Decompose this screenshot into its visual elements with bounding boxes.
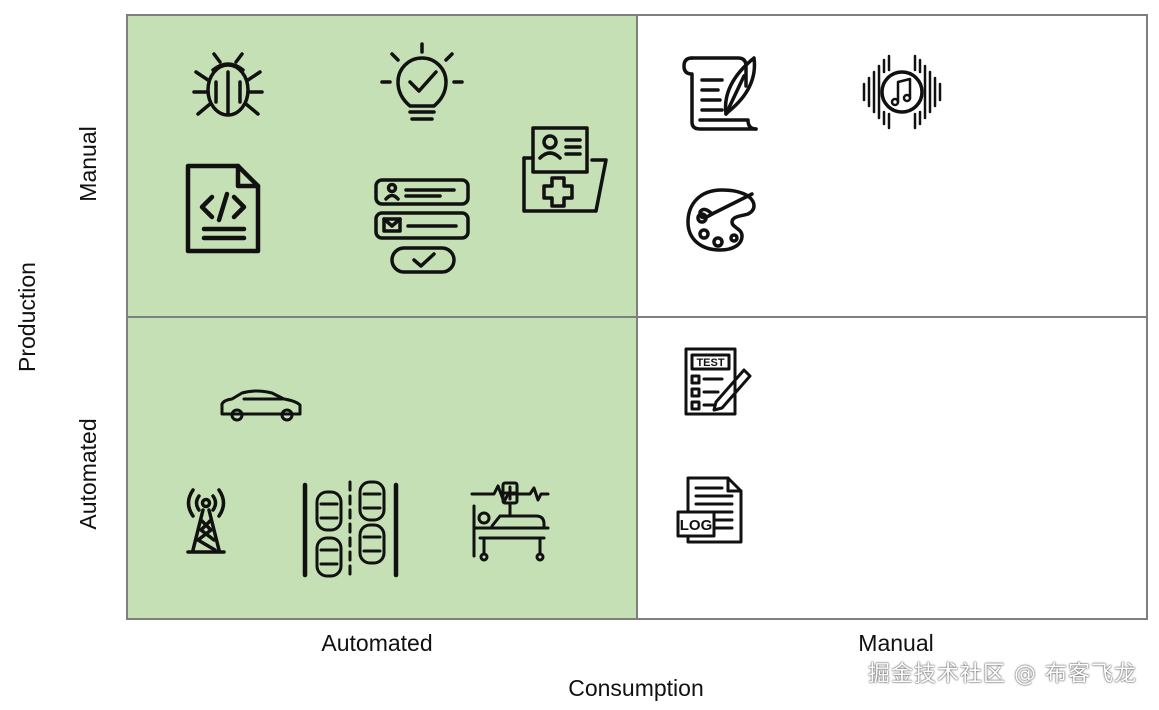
traffic-lanes-icon — [302, 480, 399, 582]
y-label-automated: Automated — [75, 418, 101, 529]
watermark: 掘金技术社区 @ 布客飞龙 — [868, 662, 1137, 687]
paint-palette-icon — [686, 188, 756, 252]
car-icon — [220, 389, 302, 422]
bug-icon — [192, 52, 264, 117]
y-label-manual: Manual — [75, 126, 101, 201]
x-label-manual: Manual — [858, 630, 933, 656]
log-file-label: LOG — [680, 517, 713, 534]
code-document-icon — [185, 163, 261, 254]
quadrant-bottom-right — [637, 317, 1147, 619]
music-sound-icon — [862, 54, 942, 130]
form-fields-icon — [374, 178, 470, 274]
quadrant-bottom-left — [127, 317, 637, 619]
medical-folder-icon — [522, 126, 608, 213]
grid-lines — [126, 14, 1148, 620]
test-sheet-label: TEST — [696, 357, 724, 369]
hospital-bed-monitor-icon — [470, 481, 550, 562]
test-sheet-icon — [684, 347, 752, 416]
x-label-automated: Automated — [321, 630, 432, 656]
log-file-icon — [676, 476, 743, 544]
scroll-quill-icon — [682, 56, 758, 131]
x-axis-title: Consumption — [568, 675, 704, 701]
lightbulb-check-icon — [380, 42, 464, 121]
y-axis-title: Production — [14, 262, 40, 372]
quadrant-top-right — [637, 15, 1147, 317]
radio-tower-icon — [186, 488, 226, 554]
